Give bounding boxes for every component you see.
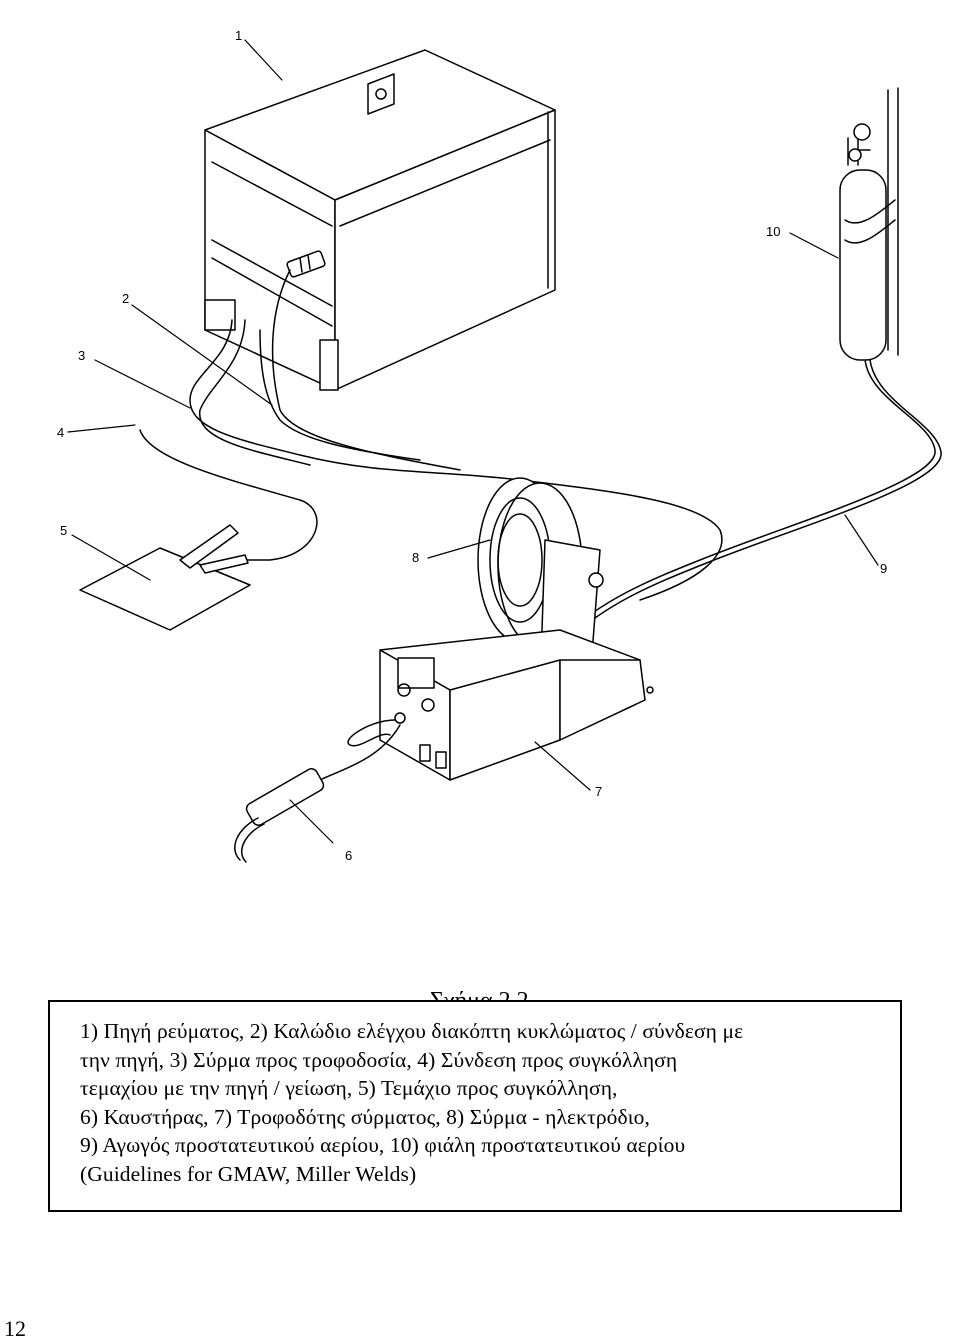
callout-8: 8 <box>412 550 419 565</box>
figure-caption: 1) Πηγή ρεύματος, 2) Καλώδιο ελέγχου δια… <box>80 1019 744 1186</box>
callout-labels: 1 2 3 4 5 6 7 8 9 10 <box>57 28 887 863</box>
wire-feeder <box>379 629 654 781</box>
wire-spool <box>477 477 604 691</box>
connector <box>286 250 326 278</box>
callout-3: 3 <box>78 348 85 363</box>
callout-9: 9 <box>880 561 887 576</box>
gas-cylinder <box>839 87 899 361</box>
page-number: 12 <box>4 1316 26 1341</box>
welding-setup-diagram: 1 2 3 4 5 6 7 8 9 10 <box>57 28 942 863</box>
callout-2: 2 <box>122 291 129 306</box>
cables <box>139 269 723 601</box>
welding-torch <box>234 719 401 863</box>
gas-hose <box>559 359 936 641</box>
callout-7: 7 <box>595 784 602 799</box>
callout-1: 1 <box>235 28 242 43</box>
leader-lines <box>67 39 879 844</box>
callout-5: 5 <box>60 523 67 538</box>
callout-6: 6 <box>345 848 352 863</box>
callout-10: 10 <box>766 224 780 239</box>
workpiece <box>79 524 251 631</box>
caption-box: 1) Πηγή ρεύματος, 2) Καλώδιο ελέγχου δια… <box>48 1000 902 1212</box>
power-source <box>204 49 556 391</box>
callout-4: 4 <box>57 425 64 440</box>
